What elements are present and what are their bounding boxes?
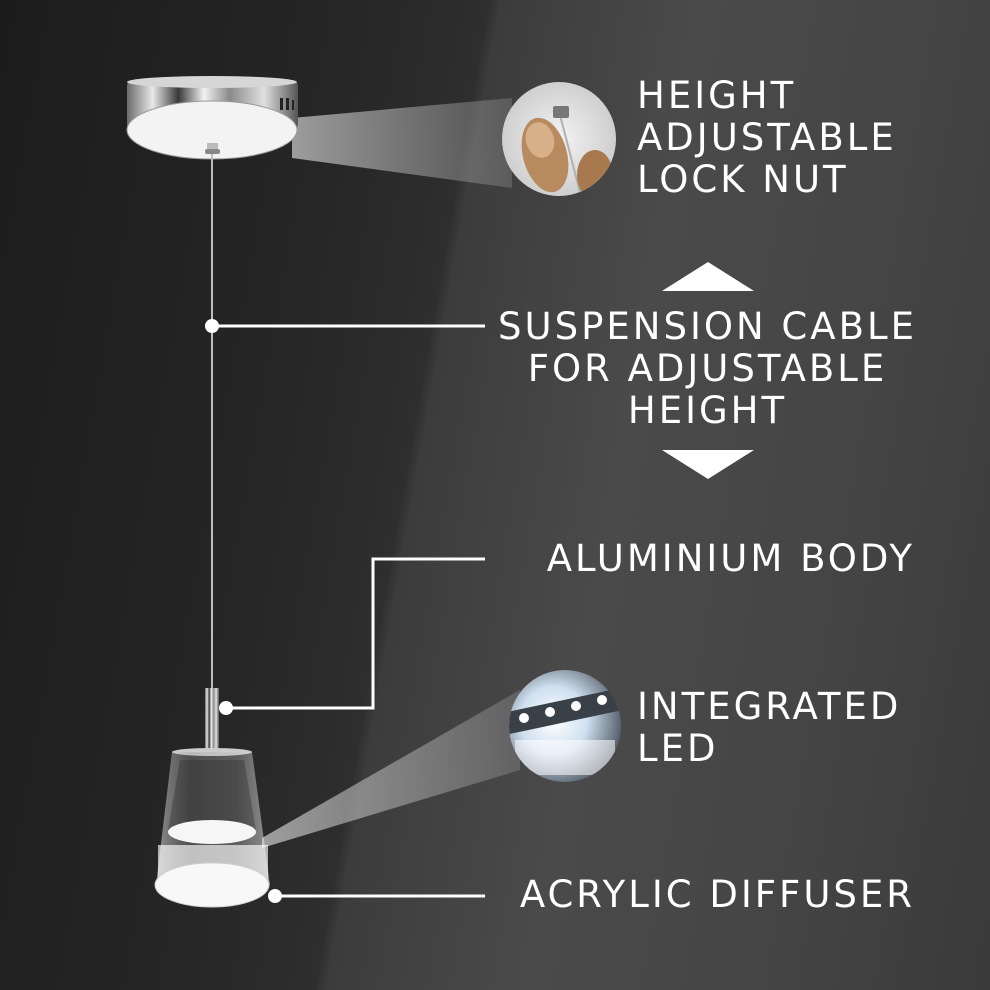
lock-nut (205, 143, 220, 154)
callout-dots (205, 319, 282, 903)
acrylic-diffuser-label: ACRYLIC DIFFUSER (519, 873, 915, 916)
led-closeup (509, 670, 621, 782)
led-beam (262, 690, 520, 848)
lock-nut-closeup (502, 82, 616, 196)
ceiling-canopy (126, 76, 298, 160)
suspension-cable-label: SUSPENSION CABLE FOR ADJUSTABLE HEIGHT (498, 305, 917, 432)
arrow-up-icon (662, 262, 754, 291)
callout-lines (212, 324, 485, 898)
lock-nut-label: HEIGHT ADJUSTABLE LOCK NUT (637, 74, 897, 201)
arrow-down-icon (662, 450, 754, 479)
lock-nut-beam (292, 98, 512, 188)
acrylic-shade (154, 748, 270, 908)
aluminium-body-label: ALUMINIUM BODY (546, 537, 915, 580)
aluminium-stem (205, 688, 219, 752)
integrated-led-label: INTEGRATED LED (637, 685, 902, 770)
